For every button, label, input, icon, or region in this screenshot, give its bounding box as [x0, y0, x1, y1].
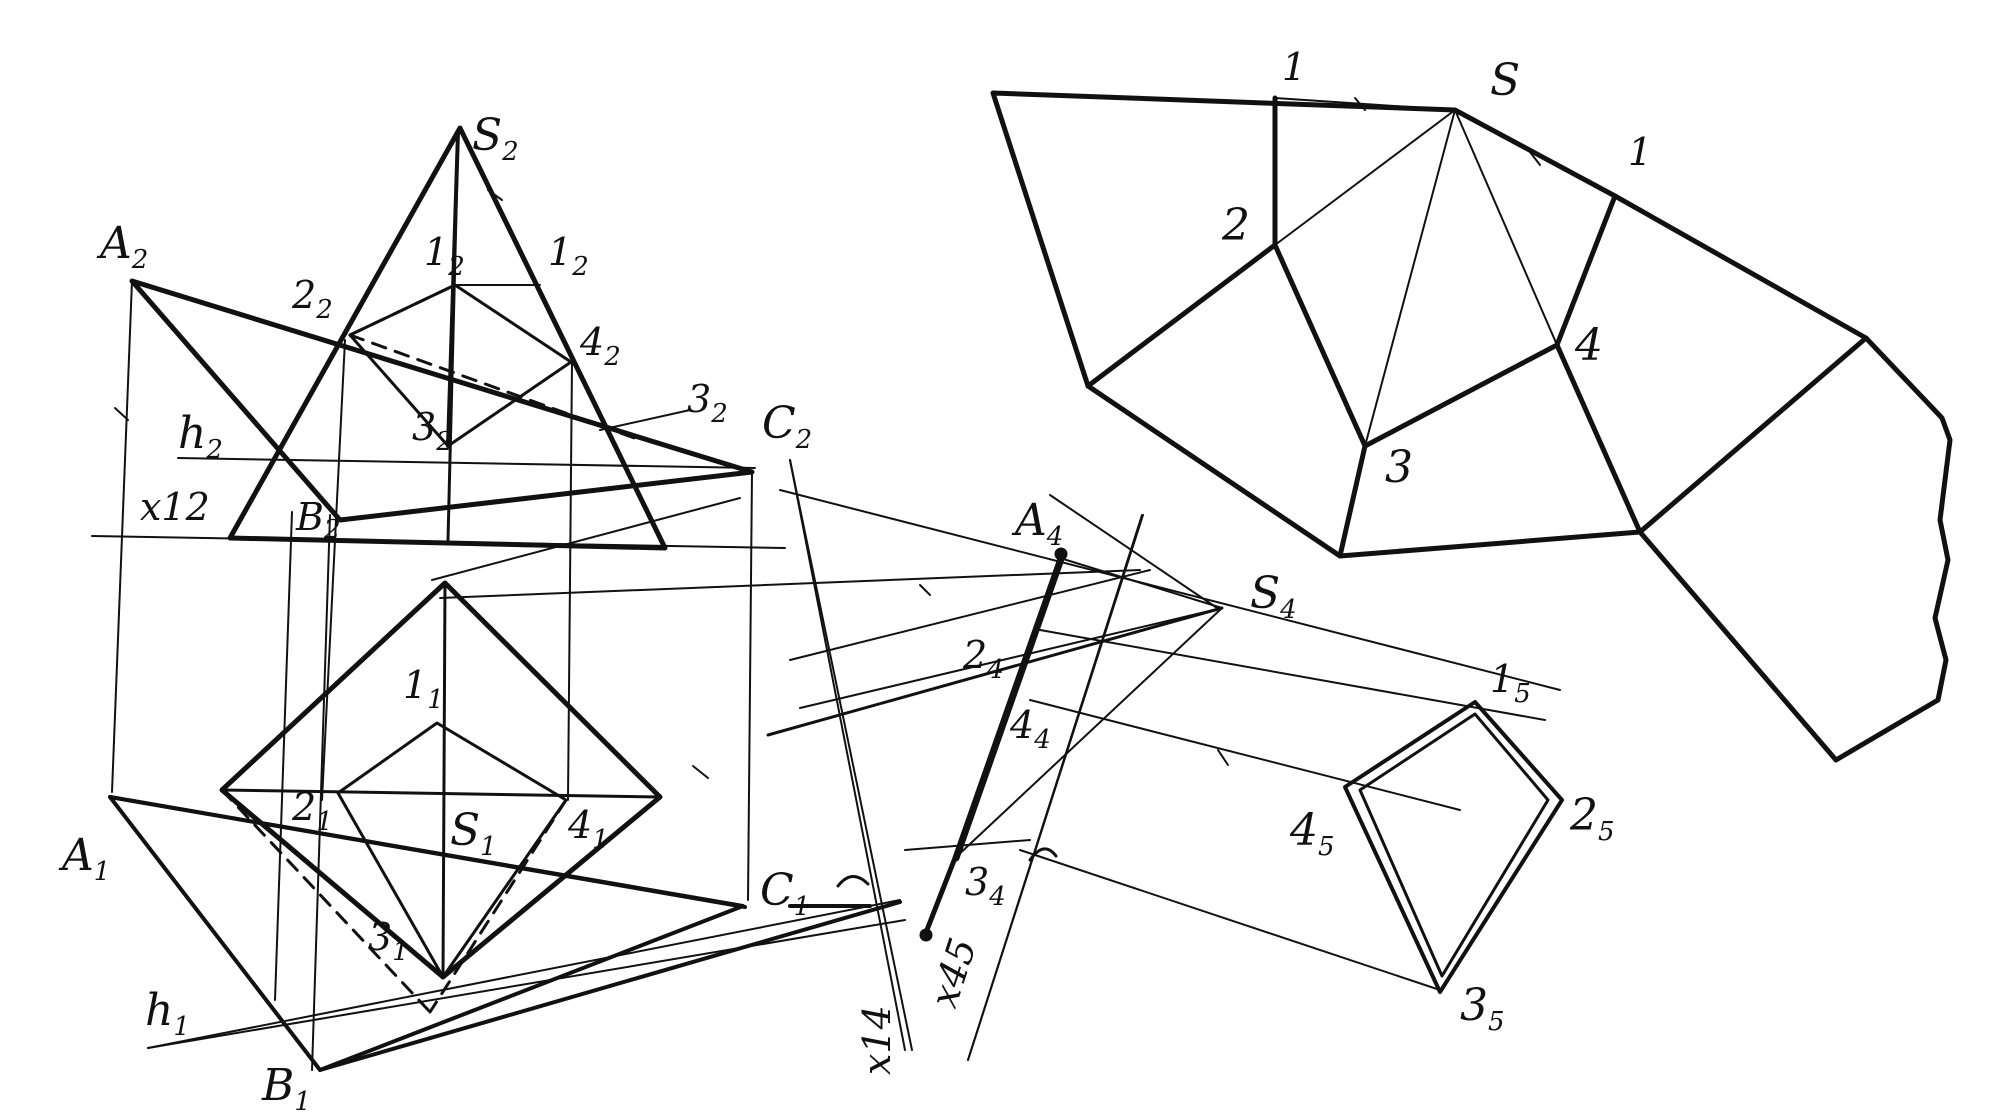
line-h1 — [147, 899, 901, 1049]
label-dev-3: 3 — [1385, 442, 1413, 493]
dev-fold-2 — [1085, 242, 1278, 389]
section-front-hidden-1 — [348, 283, 457, 337]
label-2-1: 21 — [291, 785, 333, 837]
aux-line-2 — [799, 607, 1223, 709]
label-A2: A2 — [96, 218, 148, 275]
label-x14: x14 — [855, 1005, 899, 1075]
plane-abc-front — [129, 278, 755, 523]
hidden-top-1 — [220, 788, 432, 1014]
label-3-2b: 32 — [687, 377, 728, 429]
diag-top-1 — [220, 788, 662, 799]
tick-top-1 — [692, 765, 709, 779]
section-true-size-inner — [1358, 712, 1550, 978]
label-S1: S1 — [450, 805, 497, 862]
label-1-5: 15 — [1490, 657, 1531, 709]
tick-s2 — [487, 189, 503, 201]
label-1-2: 12 — [424, 230, 465, 282]
development — [990, 90, 1953, 763]
section-front-hidden-2 — [348, 333, 642, 442]
pyramid-outline-front — [227, 125, 668, 551]
aux-edge-a4-3 — [952, 552, 1066, 862]
label-4-4: 44 — [1009, 703, 1051, 755]
label-h2: h2 — [178, 408, 223, 465]
label-3-4: 34 — [965, 860, 1006, 912]
label-B2: B2 — [295, 495, 340, 545]
dev-tick-1 — [1354, 97, 1366, 111]
dev-fold-7 — [1554, 342, 1643, 535]
label-x45: x45 — [922, 933, 985, 1013]
projection-lines — [111, 280, 1561, 1071]
label-C1: C1 — [760, 865, 810, 922]
label-1-1: 11 — [403, 663, 444, 715]
dev-s-1a — [1274, 97, 1456, 111]
label-B1: B1 — [261, 1060, 311, 1113]
point-a4 — [1054, 547, 1068, 561]
label-1-2b: 12 — [548, 230, 589, 282]
label-A1: A1 — [58, 830, 110, 887]
edge-front-s-3 — [446, 130, 460, 448]
aux-edge-s4 — [766, 606, 1224, 737]
b1-to-c — [318, 900, 902, 1072]
section-front — [348, 283, 573, 448]
label-4-1: 41 — [567, 803, 609, 855]
section-top — [336, 721, 568, 979]
dev-fold-5 — [1337, 443, 1368, 559]
label-dev-S: S — [1490, 55, 1520, 106]
dev-fold-8 — [1637, 335, 1869, 535]
label-3-1: 31 — [368, 915, 409, 967]
dev-tick-2 — [1529, 151, 1541, 166]
label-h1: h1 — [145, 985, 190, 1042]
right-angle-mark-x45 — [1028, 847, 1058, 862]
label-x12: x12 — [140, 485, 210, 529]
top-view — [108, 580, 902, 1072]
label-S4: S4 — [1250, 568, 1297, 625]
label-dev-2: 2 — [1221, 200, 1250, 251]
tick-aux — [919, 584, 931, 596]
label-2-2: 22 — [291, 273, 333, 325]
right-angle-mark-c1 — [836, 875, 870, 888]
edge-a1-c1 — [108, 795, 747, 909]
label-4-2: 42 — [579, 320, 621, 372]
label-S2: S2 — [472, 110, 519, 167]
development-outline — [990, 90, 1953, 763]
label-dev-1b: 1 — [1628, 130, 1652, 174]
label-4-5: 45 — [1289, 805, 1335, 862]
label-3-2a: 32 — [412, 405, 453, 457]
axis-x14 — [789, 459, 913, 1051]
label-3-5: 35 — [1460, 980, 1505, 1037]
diag-top-2 — [441, 581, 447, 979]
dev-s-2 — [1274, 109, 1456, 246]
axis-x45 — [967, 514, 1144, 1061]
dev-s-3 — [1364, 109, 1456, 447]
labels: S2 A2 12 12 22 42 32 32 C2 h2 x12 B2 A4 … — [58, 45, 1652, 1113]
line-h2 — [177, 457, 756, 469]
dev-s-1b — [1454, 109, 1616, 197]
label-dev-1a: 1 — [1282, 45, 1306, 89]
label-C2: C2 — [762, 398, 812, 455]
label-dev-4: 4 — [1574, 320, 1603, 371]
true-size-section — [1217, 700, 1564, 994]
dev-fold-3 — [1272, 242, 1368, 449]
section-true-size-outer — [1343, 700, 1564, 994]
dev-s-4 — [1454, 109, 1558, 346]
dev-fold-6 — [1554, 193, 1618, 348]
hidden-top-2 — [428, 798, 568, 1014]
aux-3-4-to-45 — [922, 855, 958, 938]
triangle-abc-top — [108, 795, 745, 1072]
label-2-4: 24 — [962, 633, 1004, 685]
label-A4: A4 — [1011, 495, 1063, 552]
aux-pyramid — [954, 557, 1223, 859]
label-2-5: 25 — [1569, 790, 1615, 847]
level-mark-front — [599, 409, 691, 431]
dev-fold-4 — [1362, 342, 1560, 449]
aux-axes — [789, 459, 1144, 1061]
aux-view-4 — [766, 547, 1224, 942]
tick-true-1 — [1217, 749, 1229, 766]
